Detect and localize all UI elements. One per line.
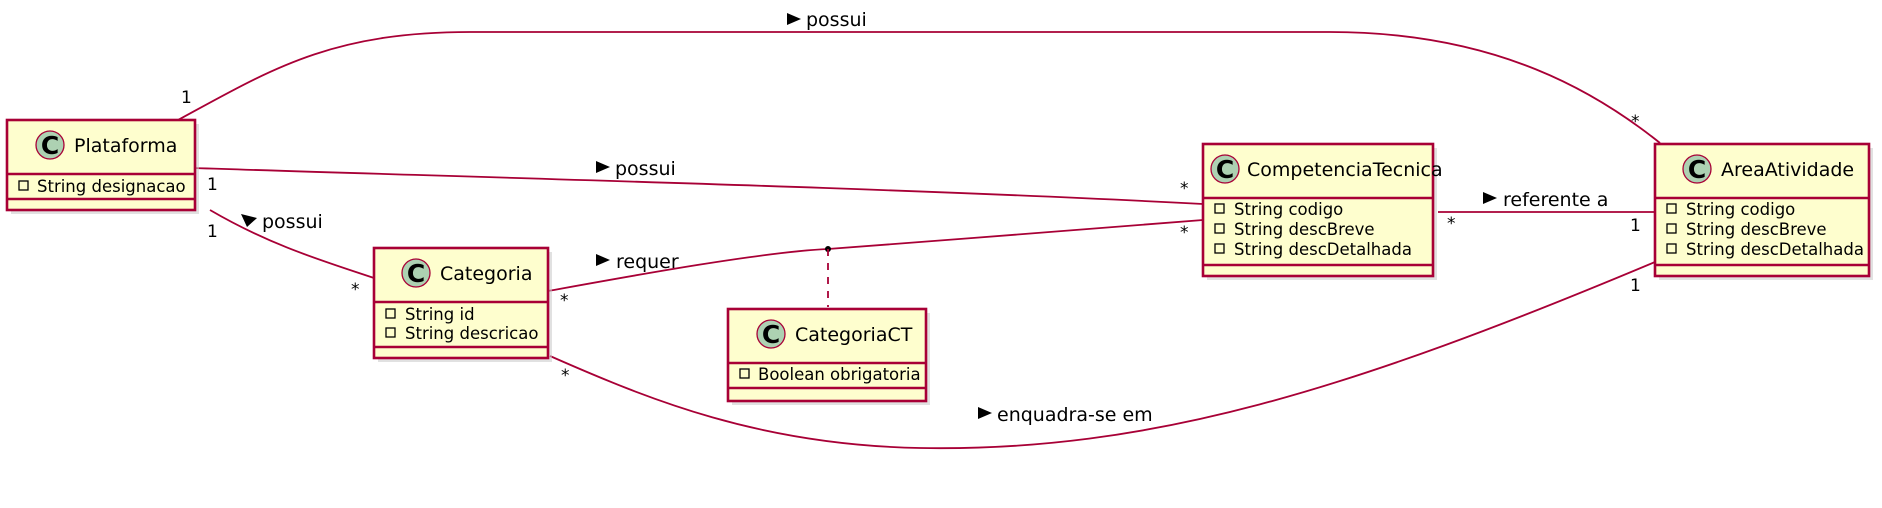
class-attribute: String descBreve (1234, 220, 1375, 239)
association-label: possui (262, 211, 323, 233)
direction-arrow-icon (1483, 192, 1497, 204)
direction-arrow-icon (596, 161, 610, 173)
association-plataforma-competenciatecnica: possui 1 * (192, 158, 1204, 205)
class-attribute: String id (405, 305, 475, 324)
multiplicity-from: 1 (181, 88, 192, 108)
multiplicity-to: * (1631, 112, 1640, 132)
class-name: Categoria (440, 263, 532, 285)
class-icon (756, 319, 786, 349)
association-categoria-competenciatecnica: requer * * (547, 219, 1204, 311)
class-plataforma: C Plataforma String designacao (5, 118, 199, 214)
association-categoria-areaatividade: enquadra-se em * 1 (549, 261, 1656, 450)
direction-arrow-icon (978, 407, 992, 419)
class-name: CategoriaCT (795, 324, 913, 346)
private-visibility-icon (1666, 243, 1677, 254)
association-label: requer (616, 251, 679, 273)
multiplicity-to: * (351, 280, 360, 300)
association-plataforma-areaatividade: possui 1 * (177, 9, 1661, 144)
class-attribute: String descDetalhada (1686, 240, 1864, 259)
class-icon (1210, 154, 1240, 184)
multiplicity-to: * (1180, 223, 1189, 243)
association-label: possui (806, 9, 867, 31)
multiplicity-from: * (561, 366, 570, 386)
class-attribute: String codigo (1234, 200, 1343, 219)
multiplicity-from: * (560, 291, 569, 311)
private-visibility-icon (739, 368, 750, 379)
svg-text:C: C (762, 320, 780, 349)
association-label: enquadra-se em (997, 404, 1153, 426)
private-visibility-icon (385, 327, 396, 338)
class-name: Plataforma (74, 135, 177, 157)
private-visibility-icon (1214, 203, 1225, 214)
direction-arrow-icon (596, 254, 610, 266)
multiplicity-to: 1 (1630, 276, 1641, 296)
association-label: referente a (1503, 189, 1608, 211)
class-attribute: String descDetalhada (1234, 240, 1412, 259)
class-attribute: String codigo (1686, 200, 1795, 219)
class-icon (401, 258, 431, 288)
private-visibility-icon (1214, 223, 1225, 234)
class-attribute: String descricao (405, 324, 538, 343)
class-attribute: String descBreve (1686, 220, 1827, 239)
multiplicity-to: * (1180, 179, 1189, 199)
association-plataforma-categoria: possui 1 * (207, 209, 375, 300)
class-name: AreaAtividade (1721, 159, 1854, 181)
svg-text:C: C (407, 259, 425, 288)
association-label: possui (615, 158, 676, 180)
svg-text:C: C (1216, 155, 1234, 184)
multiplicity-from: * (1447, 214, 1456, 234)
direction-arrow-icon (241, 214, 257, 227)
class-categoriact: C CategoriaCT Boolean obrigatoria (726, 307, 930, 405)
private-visibility-icon (1214, 243, 1225, 254)
class-icon (35, 130, 65, 160)
private-visibility-icon (385, 308, 396, 319)
class-competenciatecnica: C CompetenciaTecnica String codigo Strin… (1201, 142, 1443, 280)
multiplicity-to: 1 (1630, 216, 1641, 236)
private-visibility-icon (18, 180, 29, 191)
private-visibility-icon (1666, 223, 1677, 234)
class-attribute: String designacao (37, 177, 186, 196)
class-areaatividade: C AreaAtividade String codigo String des… (1653, 142, 1873, 280)
association-competenciatecnica-areaatividade: referente a * 1 (1438, 189, 1655, 236)
class-categoria: C Categoria String id String descricao (372, 246, 552, 362)
multiplicity-from: 1 (207, 222, 218, 242)
class-attribute: Boolean obrigatoria (758, 365, 921, 384)
private-visibility-icon (1666, 203, 1677, 214)
svg-text:C: C (41, 131, 59, 160)
multiplicity-from: 1 (207, 175, 218, 195)
direction-arrow-icon (787, 13, 801, 25)
svg-text:C: C (1688, 155, 1706, 184)
class-name: CompetenciaTecnica (1247, 159, 1443, 181)
class-icon (1682, 154, 1712, 184)
